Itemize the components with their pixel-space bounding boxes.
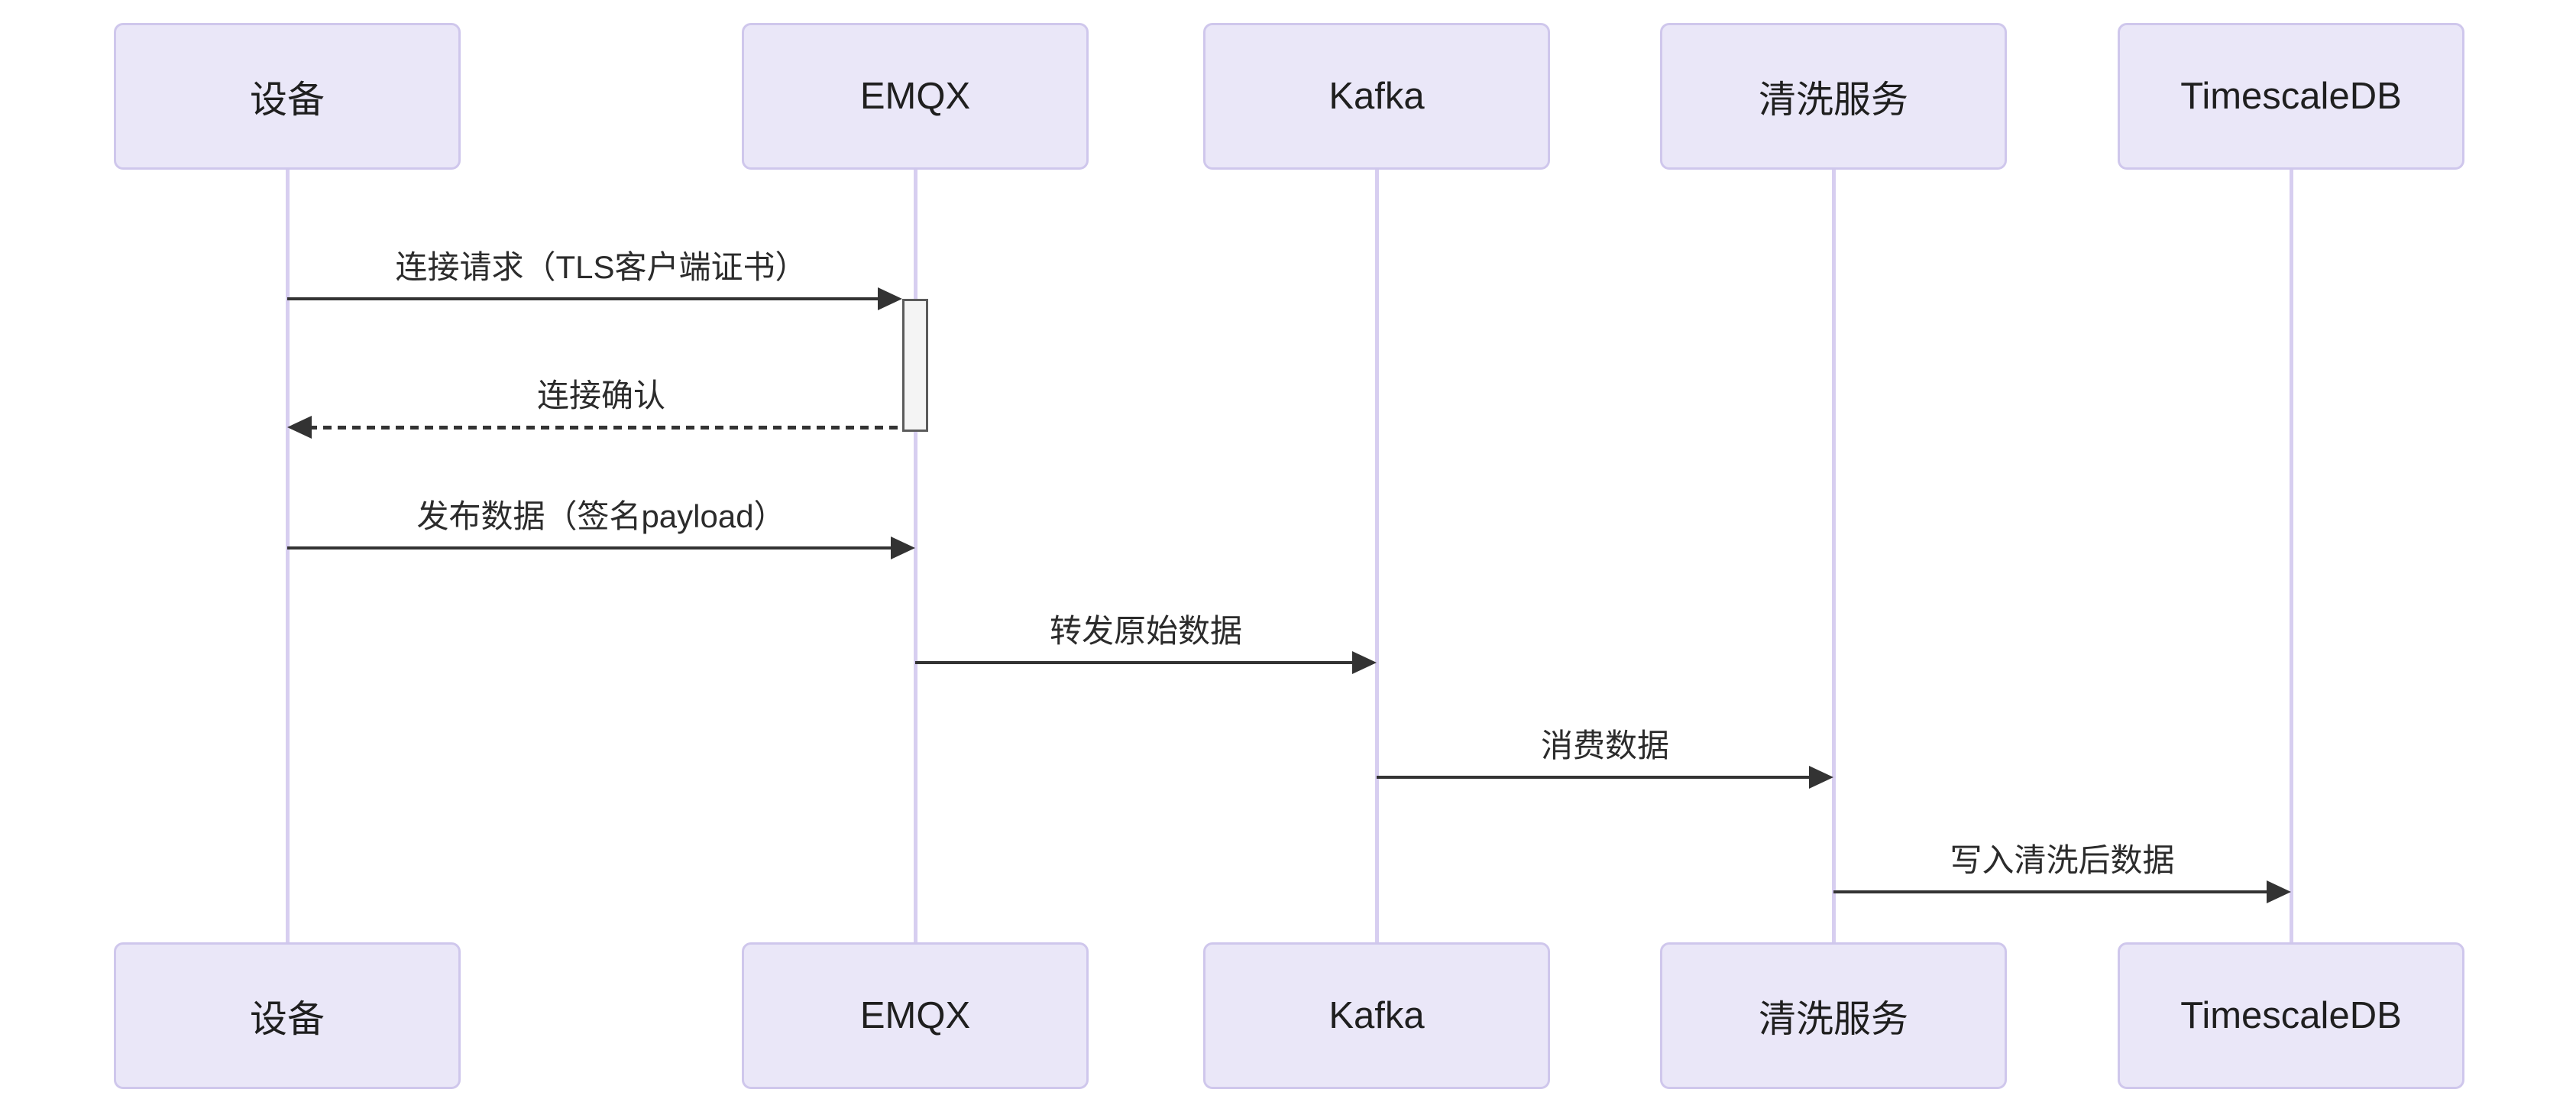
message-label: 发布数据（签名payload） [416, 498, 786, 534]
message-line [309, 426, 902, 430]
message-line [287, 546, 894, 550]
message-line [1833, 890, 2270, 893]
message-label: 连接请求（TLS客户端证书） [395, 249, 807, 285]
actor-box-bottom-kafka: Kafka [1203, 942, 1550, 1089]
lifeline-device [286, 170, 290, 942]
message-line [915, 661, 1355, 664]
actor-label-device: 设备 [249, 998, 325, 1040]
message-label: 转发原始数据 [1049, 613, 1243, 649]
actor-box-top-timescaledb: TimescaleDB [2118, 23, 2464, 170]
actor-box-bottom-cleaning-service: 清洗服务 [1660, 942, 2007, 1089]
actor-label-cleaning-service: 清洗服务 [1758, 79, 1908, 121]
actor-box-bottom-emqx: EMQX [742, 942, 1089, 1089]
actor-label-cleaning-service: 清洗服务 [1758, 998, 1908, 1040]
actor-label-timescaledb: TimescaleDB [2180, 76, 2402, 117]
arrowhead-icon [2267, 880, 2291, 903]
message-label: 连接确认 [536, 378, 666, 413]
actor-label-kafka: Kafka [1328, 76, 1425, 117]
arrowhead-icon [891, 537, 915, 559]
message-line [1377, 776, 1812, 779]
activation-bar-emqx [902, 299, 928, 432]
actor-label-timescaledb: TimescaleDB [2180, 995, 2402, 1036]
actor-label-device: 设备 [249, 79, 325, 121]
lifeline-timescaledb [2290, 170, 2293, 942]
lifeline-kafka [1375, 170, 1379, 942]
actor-box-top-kafka: Kafka [1203, 23, 1550, 170]
arrowhead-icon [1352, 651, 1377, 674]
actor-box-bottom-device: 设备 [114, 942, 461, 1089]
actor-box-top-device: 设备 [114, 23, 461, 170]
arrowhead-icon [1809, 766, 1833, 789]
actor-box-top-emqx: EMQX [742, 23, 1089, 170]
lifeline-emqx [914, 170, 917, 942]
message-label: 写入清洗后数据 [1950, 842, 2175, 878]
actor-label-kafka: Kafka [1328, 995, 1425, 1036]
actor-box-top-cleaning-service: 清洗服务 [1660, 23, 2007, 170]
message-label: 消费数据 [1540, 728, 1670, 763]
lifeline-cleaning-service [1832, 170, 1836, 942]
actor-label-emqx: EMQX [859, 995, 971, 1036]
actor-label-emqx: EMQX [859, 76, 971, 117]
arrowhead-icon [287, 416, 312, 439]
message-line [287, 297, 881, 300]
arrowhead-icon [878, 287, 902, 310]
actor-box-bottom-timescaledb: TimescaleDB [2118, 942, 2464, 1089]
